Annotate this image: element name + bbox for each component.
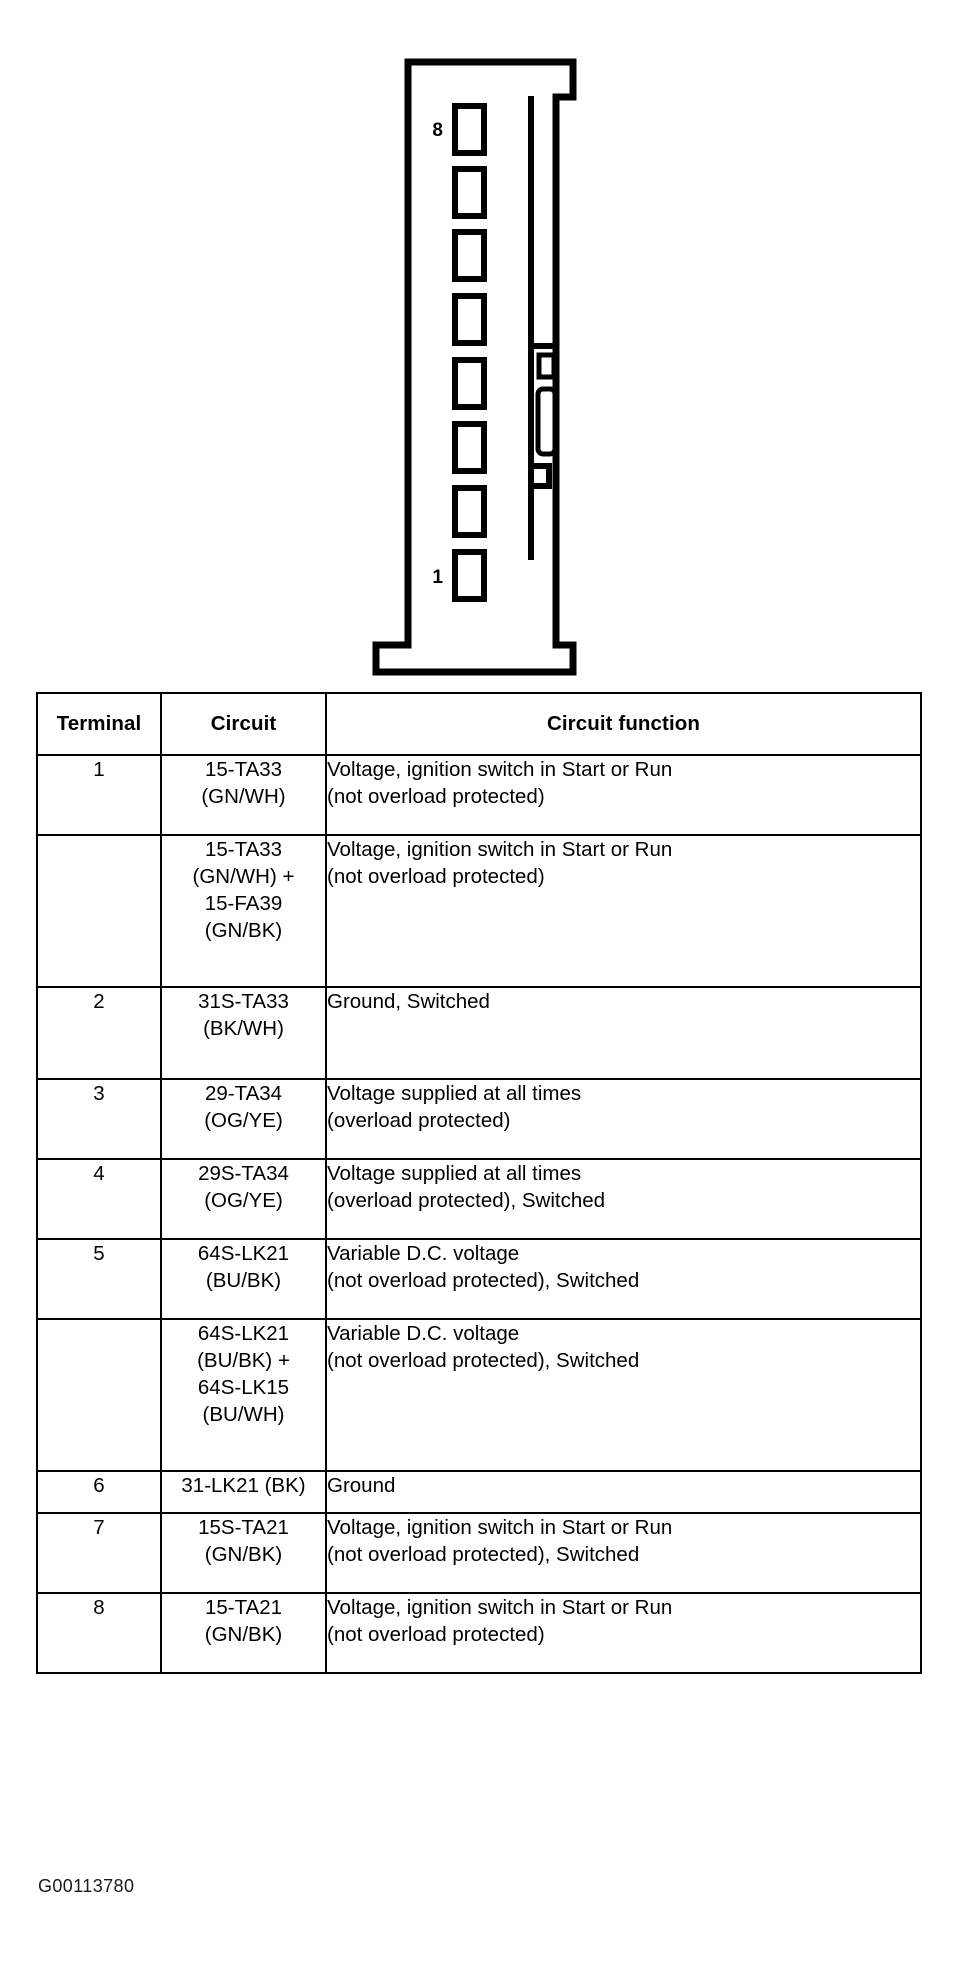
cell-terminal: 7: [36, 1512, 162, 1594]
cell-terminal: 5: [36, 1238, 162, 1320]
cell-circuit-function: Variable D.C. voltage (not overload prot…: [325, 1238, 922, 1320]
cell-circuit: 15S-TA21 (GN/BK): [160, 1512, 327, 1594]
terminal-cavities: [452, 103, 487, 602]
cell-terminal: 1: [36, 754, 162, 836]
header-row: Terminal Circuit Circuit function: [36, 692, 922, 756]
cavity-6: [452, 229, 487, 282]
connector-body-outline: [372, 58, 577, 676]
column-header-circuit: Circuit: [160, 692, 327, 756]
cell-circuit: 31-LK21 (BK): [160, 1470, 327, 1514]
cell-circuit: 15-TA21 (GN/BK): [160, 1592, 327, 1674]
cell-terminal: 4: [36, 1158, 162, 1240]
cavity-4: [452, 357, 487, 410]
table-row: 15-TA33 (GN/WH) + 15-FA39 (GN/BK)Voltage…: [36, 834, 922, 988]
cavity-8: [452, 103, 487, 156]
column-header-terminal: Terminal: [36, 692, 162, 756]
pin-label-8: 8: [432, 120, 443, 141]
cell-circuit: 64S-LK21 (BU/BK): [160, 1238, 327, 1320]
cell-circuit: 15-TA33 (GN/WH): [160, 754, 327, 836]
table-header: Terminal Circuit Circuit function: [36, 692, 922, 756]
connector-figure: 8 1: [0, 0, 955, 680]
cell-circuit-function: Voltage, ignition switch in Start or Run…: [325, 754, 922, 836]
cell-terminal: 3: [36, 1078, 162, 1160]
cell-circuit: 64S-LK21 (BU/BK) + 64S-LK15 (BU/WH): [160, 1318, 327, 1472]
cell-circuit: 29S-TA34 (OG/YE): [160, 1158, 327, 1240]
cell-circuit: 29-TA34 (OG/YE): [160, 1078, 327, 1160]
cell-terminal: 8: [36, 1592, 162, 1674]
cell-circuit-function: Variable D.C. voltage (not overload prot…: [325, 1318, 922, 1472]
cavity-5: [452, 293, 487, 346]
cell-circuit-function: Ground: [325, 1470, 922, 1514]
cavity-7: [452, 166, 487, 219]
cell-circuit: 15-TA33 (GN/WH) + 15-FA39 (GN/BK): [160, 834, 327, 988]
side-latch-detail: [531, 343, 558, 489]
column-header-circuit-function: Circuit function: [325, 692, 922, 756]
cell-circuit-function: Ground, Switched: [325, 986, 922, 1080]
table-row: 64S-LK21 (BU/BK) + 64S-LK15 (BU/WH)Varia…: [36, 1318, 922, 1472]
cell-terminal: 2: [36, 986, 162, 1080]
figure-id-label: G00113780: [38, 1876, 135, 1896]
cell-circuit-function: Voltage supplied at all times (overload …: [325, 1078, 922, 1160]
cavity-3: [452, 421, 487, 474]
connector-diagram-svg: 8 1: [372, 58, 577, 676]
cell-circuit-function: Voltage, ignition switch in Start or Run…: [325, 1512, 922, 1594]
cell-circuit-function: Voltage, ignition switch in Start or Run…: [325, 834, 922, 988]
cell-terminal: [36, 834, 162, 988]
cavity-1: [452, 549, 487, 602]
cell-circuit-function: Voltage supplied at all times (overload …: [325, 1158, 922, 1240]
cell-terminal: 6: [36, 1470, 162, 1514]
pin-label-1: 1: [432, 567, 443, 588]
cavity-2: [452, 485, 487, 538]
cell-terminal: [36, 1318, 162, 1472]
cell-circuit: 31S-TA33 (BK/WH): [160, 986, 327, 1080]
cell-circuit-function: Voltage, ignition switch in Start or Run…: [325, 1592, 922, 1674]
